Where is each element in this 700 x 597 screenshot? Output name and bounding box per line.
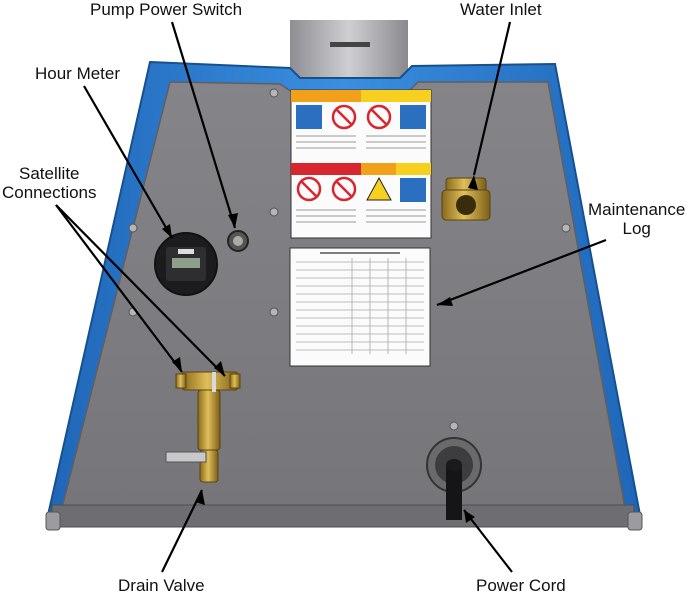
drain-valve-label: Drain Valve xyxy=(118,576,205,595)
power-cord-icon xyxy=(426,437,482,520)
arrow-heads xyxy=(162,175,478,523)
hour-meter-label: Hour Meter xyxy=(35,64,121,83)
satellite-label-line1: Satellite xyxy=(19,164,80,183)
satellite-connections-label: Satellite Connections xyxy=(2,164,97,202)
handle-pole xyxy=(290,20,408,82)
panel-screws xyxy=(128,88,571,431)
water-inlet-fitting xyxy=(441,177,491,221)
callout-arrows xyxy=(55,21,607,573)
maintenance-log-sticker xyxy=(289,247,431,367)
maintenance-label-line1: Maintenance xyxy=(588,200,686,219)
maintenance-log-label: Maintenance Log xyxy=(588,200,685,238)
maintenance-label-line2: Log xyxy=(622,219,651,238)
bottom-bar xyxy=(51,504,635,528)
toggle-switch-icon[interactable] xyxy=(227,230,249,252)
pump-power-switch-label: Pump Power Switch xyxy=(90,0,243,19)
satellite-label-line2: Connections xyxy=(2,183,97,202)
water-inlet-label: Water Inlet xyxy=(460,0,542,19)
hour-meter-icon xyxy=(154,232,218,296)
power-cord-label: Power Cord xyxy=(476,576,566,595)
safety-labels xyxy=(290,89,432,239)
